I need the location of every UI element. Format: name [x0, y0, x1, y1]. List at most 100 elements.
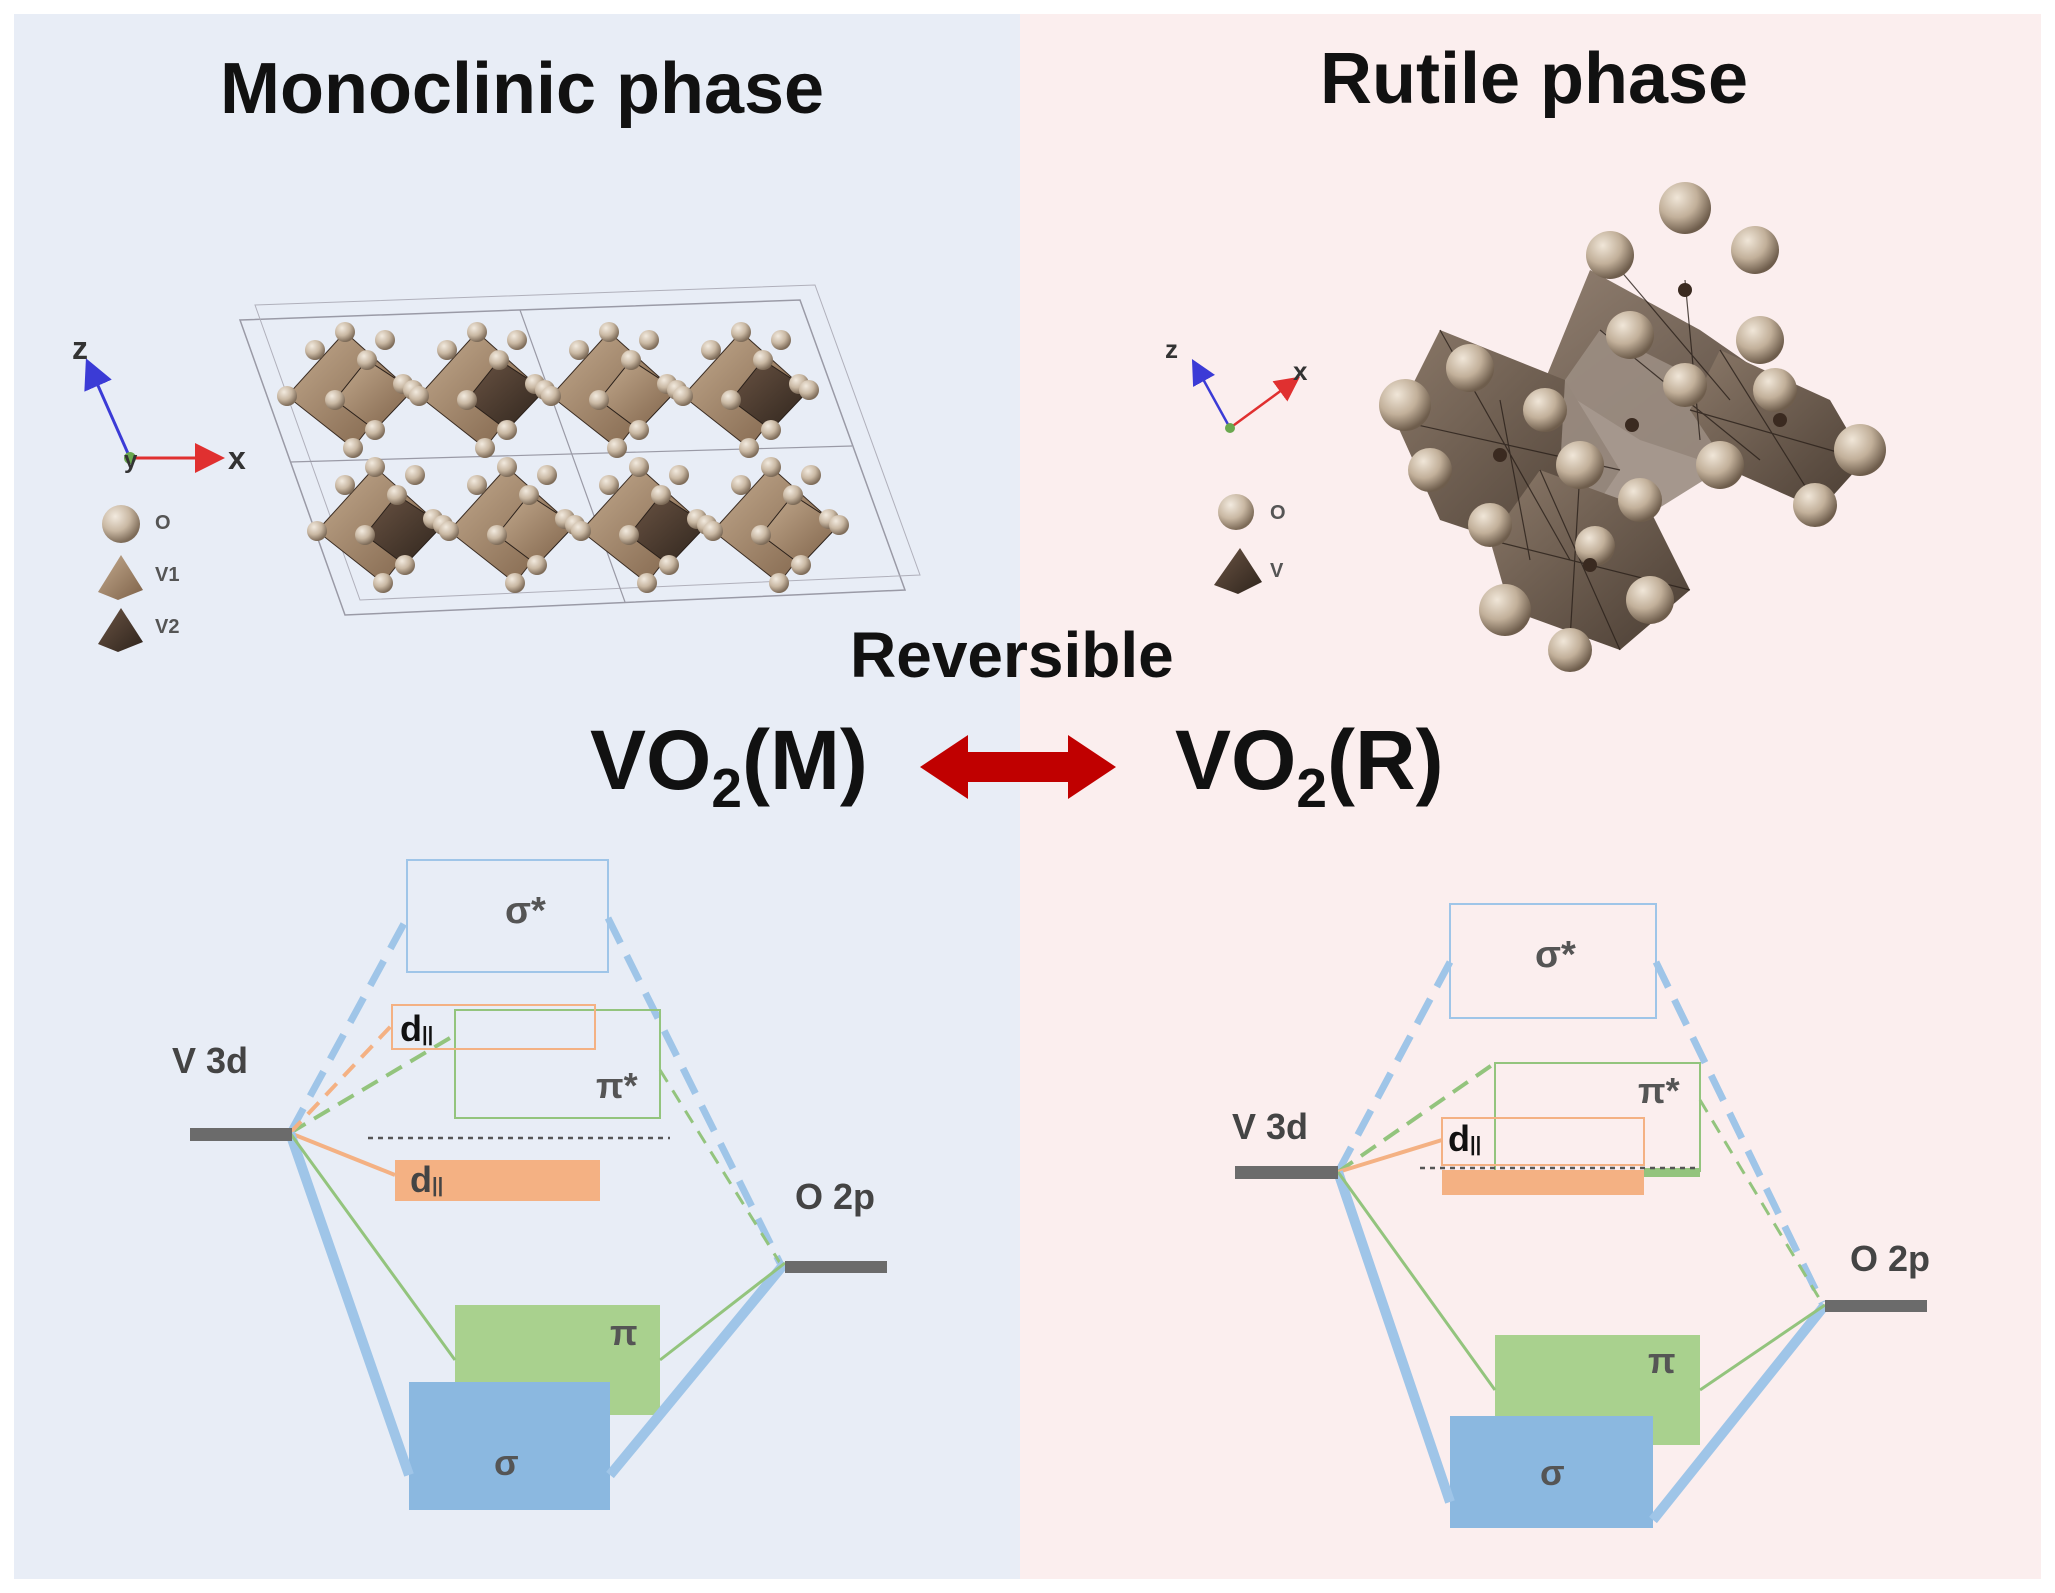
oxygen-atom [1586, 231, 1634, 279]
oxygen-atom [335, 475, 355, 495]
y-axis-dot [1225, 423, 1235, 433]
oxygen-atom [721, 390, 741, 410]
oxygen-atom [731, 475, 751, 495]
formula-suffix: (M) [741, 713, 868, 807]
right-band-diagram [1235, 903, 1927, 1528]
oxygen-atom [607, 438, 627, 458]
sigma-star-band [406, 859, 609, 973]
oxygen-atom [1659, 182, 1711, 234]
v3d-level [190, 1128, 292, 1141]
left-z-label: z [72, 330, 88, 366]
left-v3d-label: V 3d [172, 1040, 249, 1081]
left-pi-label: π [610, 1312, 638, 1353]
oxygen-atom [1753, 368, 1797, 412]
right-v3d-label: V 3d [1232, 1106, 1309, 1147]
reversible-label: Reversible [850, 619, 1174, 691]
oxygen-atom [829, 515, 849, 535]
oxygen-atom [1468, 503, 1512, 547]
right-legend-v: V [1270, 560, 1284, 582]
oxygen-atom [703, 521, 723, 541]
right-z-label: z [1165, 334, 1178, 364]
rutile-panel [1020, 14, 2041, 1579]
vanadium-atom [1625, 418, 1639, 432]
left-axis-triad [84, 358, 225, 473]
left-legend-o: O [155, 512, 171, 534]
d-parallel-filled [1442, 1170, 1644, 1195]
v2-tetra-icon [98, 608, 143, 652]
pi-star-filled-edge [1644, 1168, 1700, 1177]
vanadium-atom [1773, 413, 1787, 427]
oxygen-atom [739, 438, 759, 458]
oxygen-atom [489, 350, 509, 370]
z-axis-arrow [1191, 359, 1232, 429]
right-legend-o: O [1270, 502, 1286, 524]
oxygen-atom [405, 465, 425, 485]
oxygen-atom [659, 555, 679, 575]
oxygen-atom [673, 386, 693, 406]
d-parallel-upper-band [391, 1004, 596, 1050]
oxygen-atom [801, 465, 821, 485]
oxygen-atom [731, 322, 751, 342]
left-x-label: x [228, 440, 246, 476]
oxygen-atom [1575, 526, 1615, 566]
oxygen-atom [599, 475, 619, 495]
o2p-level [1825, 1300, 1927, 1312]
left-legend-glyphs [98, 505, 143, 652]
oxygen-atom [1834, 424, 1886, 476]
d-letter: d [400, 1008, 422, 1049]
parallel-subscript: || [1470, 1134, 1482, 1156]
left-sigma-label: σ [494, 1442, 519, 1483]
left-pi-star-label: π* [596, 1065, 638, 1106]
oxygen-atom [629, 420, 649, 440]
oxygen-atom [1548, 628, 1592, 672]
d-letter: d [1448, 1118, 1470, 1159]
oxygen-atom [343, 438, 363, 458]
oxygen-atom [335, 322, 355, 342]
oxygen-atom [1618, 478, 1662, 522]
monoclinic-title: Monoclinic phase [220, 49, 825, 129]
oxygen-atom [569, 340, 589, 360]
oxygen-atom [505, 573, 525, 593]
left-d-par-lower-label: d|| [410, 1159, 443, 1201]
oxygen-atom [307, 521, 327, 541]
parallel-subscript: || [432, 1175, 444, 1197]
oxygen-atom [487, 525, 507, 545]
vo2-m-formula: VO2(M) [590, 712, 868, 820]
left-band-diagram [190, 859, 887, 1510]
oxygen-atom [375, 330, 395, 350]
oxygen-atom [621, 350, 641, 370]
oxygen-sphere-icon [1218, 494, 1254, 530]
vo2-r-formula: VO2(R) [1175, 712, 1444, 820]
oxygen-atom [1379, 379, 1431, 431]
parallel-subscript: || [422, 1024, 434, 1046]
reversible-double-arrow [920, 735, 1116, 799]
oxygen-atom [753, 350, 773, 370]
d-letter: d [410, 1159, 432, 1200]
oxygen-atom [519, 485, 539, 505]
left-legend-v1: V1 [155, 564, 180, 586]
oxygen-atom [751, 525, 771, 545]
formula-sub: 2 [711, 757, 742, 819]
right-d-par-label: d|| [1448, 1118, 1481, 1160]
right-sigma-label: σ [1540, 1452, 1565, 1493]
oxygen-atom [1696, 441, 1744, 489]
right-x-label: x [1293, 356, 1308, 386]
oxygen-atom [589, 390, 609, 410]
right-pi-star-label: π* [1638, 1070, 1680, 1111]
formula-suffix: (R) [1326, 713, 1444, 807]
oxygen-atom [467, 475, 487, 495]
d-parallel-lower-band [395, 1160, 600, 1201]
formula-main: VO [590, 713, 712, 807]
oxygen-atom [1626, 576, 1674, 624]
oxygen-atom [651, 485, 671, 505]
oxygen-atom [373, 573, 393, 593]
left-y-label: y [124, 447, 138, 474]
oxygen-atom [387, 485, 407, 505]
formula-sub: 2 [1296, 757, 1327, 819]
oxygen-atom [761, 420, 781, 440]
oxygen-atom [791, 555, 811, 575]
oxygen-atom [771, 330, 791, 350]
oxygen-atom [1663, 363, 1707, 407]
oxygen-atom [799, 380, 819, 400]
